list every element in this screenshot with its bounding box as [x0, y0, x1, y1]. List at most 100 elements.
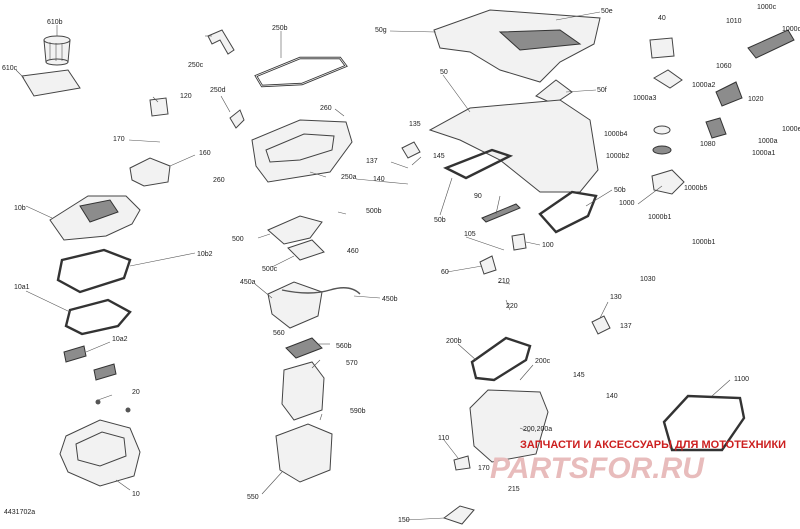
console-top-10b: [49, 195, 141, 241]
unit-1000: [651, 169, 685, 195]
ring-1000b2: [652, 145, 672, 155]
callout-50e: 50e: [601, 8, 613, 15]
callout-1000a: 1000a: [758, 138, 778, 145]
callout-140-right: 140: [606, 393, 618, 400]
bracket-150: [442, 505, 475, 525]
callout-200b: 200b: [446, 338, 462, 345]
callout-1000e: 1000e: [782, 126, 800, 133]
strap-250c: [207, 29, 235, 55]
callout-1100: 1100: [734, 376, 749, 383]
callout-460: 460: [347, 248, 359, 255]
gasket-50b-b: [538, 190, 598, 234]
box-570: [281, 361, 325, 421]
callout-50: 50: [440, 69, 448, 76]
gasket-10b2: [56, 248, 132, 294]
ring-1000b4: [653, 125, 671, 135]
callout-1080: 1080: [700, 141, 716, 148]
callout-130: 130: [610, 294, 622, 301]
bracket-110: [453, 455, 471, 471]
callout-10b2: 10b2: [197, 251, 213, 258]
callout-500: 500: [232, 236, 244, 243]
callout-145-top: 145: [433, 153, 445, 160]
grip-10a2-a: [63, 345, 87, 363]
callout-50b-right: 50b: [614, 187, 626, 194]
callout-140-top: 140: [373, 176, 385, 183]
callout-260-top: 260: [320, 105, 332, 112]
bezel-1000a3: [653, 69, 683, 89]
callout-215: 215: [508, 486, 520, 493]
callout-1000a3: 1000a3: [633, 95, 656, 102]
gasket-200b: [470, 336, 532, 382]
callout-90: 90: [474, 193, 482, 200]
callout-1010: 1010: [726, 18, 742, 25]
switch-1000c: [747, 29, 795, 59]
callout-50b: 50b: [434, 217, 446, 224]
strap-90: [481, 203, 521, 223]
callout-210: 210: [498, 278, 510, 285]
callout-145-right: 145: [573, 372, 585, 379]
callout-1000a2: 1000a2: [692, 82, 715, 89]
callout-50g: 50g: [375, 27, 387, 34]
latch-100: [511, 233, 527, 251]
callout-250c: 250c: [188, 62, 204, 69]
callout-170-left: 170: [113, 136, 125, 143]
callout-250a: 250a: [341, 174, 357, 181]
callout-10a1: 10a1: [14, 284, 30, 291]
callout-10: 10: [132, 491, 140, 498]
plate-40: [649, 37, 675, 59]
fastener-20-b: [125, 407, 131, 413]
callout-60: 60: [441, 269, 449, 276]
watermark-text: ЗАПЧАСТИ И АКСЕССУАРЫ ДЛЯ МОТОТЕХНИКИ: [520, 439, 786, 451]
callout-10a2: 10a2: [112, 336, 128, 343]
storage-box-250a: [251, 119, 353, 183]
leader-lines: [15, 11, 731, 521]
callout-450a: 450a: [240, 279, 256, 286]
grip-10a2-b: [93, 363, 117, 381]
callout-610b: 610b: [47, 19, 63, 26]
callout-170-bottom: 170: [478, 465, 490, 472]
main-panel-50: [428, 99, 599, 193]
callout-1030: 1030: [640, 276, 656, 283]
switch-1000a2: [715, 81, 743, 107]
callout-450b: 450b: [382, 296, 398, 303]
callout-1000b1-a: 1000b1: [648, 214, 671, 221]
callout-610c: 610c: [2, 65, 18, 72]
bracket-160: [129, 157, 171, 187]
callout-1000: 1000: [619, 200, 635, 207]
cable-450b: [281, 287, 361, 295]
callout-260-mid: 260: [213, 177, 225, 184]
callout-137-top: 137: [366, 158, 378, 165]
storage-box-200: [469, 389, 549, 463]
callout-570: 570: [346, 360, 358, 367]
latch-60: [479, 255, 497, 275]
callout-590b: 590b: [350, 408, 366, 415]
filter-pad-610c: [21, 69, 81, 97]
gasket-50b-a: [443, 148, 514, 180]
callout-20: 20: [132, 389, 140, 396]
callout-1000b5: 1000b5: [684, 185, 707, 192]
callout-560: 560: [273, 330, 285, 337]
callout-220: 220: [506, 303, 518, 310]
gasket-10a1: [64, 298, 132, 336]
clip-250d: [229, 109, 245, 129]
tray-450a: [267, 281, 323, 329]
callout-250b: 250b: [272, 25, 288, 32]
callout-1020: 1020: [748, 96, 764, 103]
callout-1000a1: 1000a1: [752, 150, 775, 157]
callout-560b: 560b: [336, 343, 352, 350]
callout-250d: 250d: [210, 87, 226, 94]
callout-1000b2: 1000b2: [606, 153, 629, 160]
filter-560: [285, 337, 323, 359]
watermark-logo: PARTSFOR.RU: [490, 452, 705, 485]
filter-cylinder-610b: [43, 35, 71, 66]
box-550: [275, 423, 333, 483]
callout-137-right: 137: [620, 323, 632, 330]
callout-labels: 610b 610c 250c 250b 50g 50e 40 1000c 101…: [2, 4, 800, 524]
switch-1000a: [705, 117, 727, 139]
bracket-130: [591, 315, 611, 335]
callout-135: 135: [409, 121, 421, 128]
callout-105: 105: [464, 231, 476, 238]
bracket-500c: [287, 239, 325, 261]
callout-200-200a: 200,200a: [523, 426, 552, 433]
